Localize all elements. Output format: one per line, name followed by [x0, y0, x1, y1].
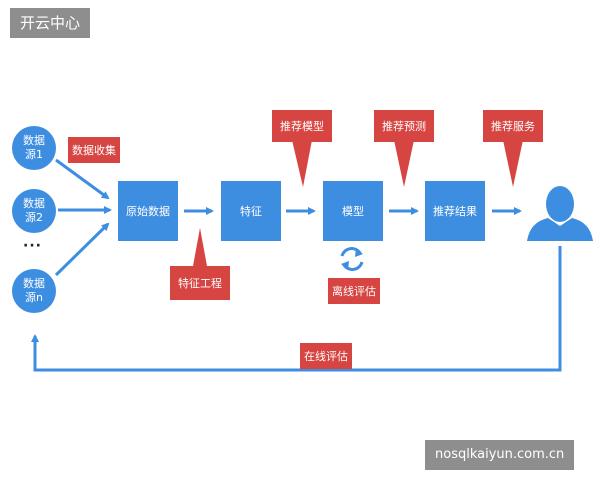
- callout-rec-service: 推荐服务: [483, 110, 543, 142]
- callout-rec-model: 推荐模型: [272, 110, 332, 142]
- model-box: 模型: [323, 181, 383, 241]
- watermark-top: 开云中心: [10, 8, 91, 38]
- feature-box: 特征: [221, 181, 281, 241]
- tail-rec-model: [292, 140, 312, 187]
- recommend-result-box: 推荐结果: [425, 181, 485, 241]
- arrow-sourcen-raw: [54, 222, 110, 277]
- tail-feature-engineering: [193, 228, 207, 266]
- data-source-2: 数据源2: [12, 189, 56, 233]
- callout-feature-engineering: 特征工程: [170, 266, 230, 300]
- arrow-online-feedback: [31, 246, 562, 372]
- user-avatar-icon: [527, 186, 593, 241]
- tail-rec-predict: [394, 140, 414, 187]
- callout-rec-predict: 推荐预测: [374, 110, 434, 142]
- data-source-n: 数据源n: [12, 269, 56, 313]
- callout-data-collection: 数据收集: [68, 137, 120, 163]
- callout-online-eval: 在线评估: [300, 343, 352, 369]
- ellipsis: ···: [23, 238, 42, 254]
- refresh-icon: [340, 247, 364, 271]
- tail-rec-service: [503, 140, 523, 187]
- watermark-bottom: nosqlkaiyun.com.cn: [425, 440, 575, 470]
- callout-offline-eval: 离线评估: [328, 278, 380, 304]
- arrow-source1-raw: [55, 158, 110, 200]
- data-source-1: 数据源1: [12, 126, 56, 170]
- raw-data-box: 原始数据: [118, 181, 178, 241]
